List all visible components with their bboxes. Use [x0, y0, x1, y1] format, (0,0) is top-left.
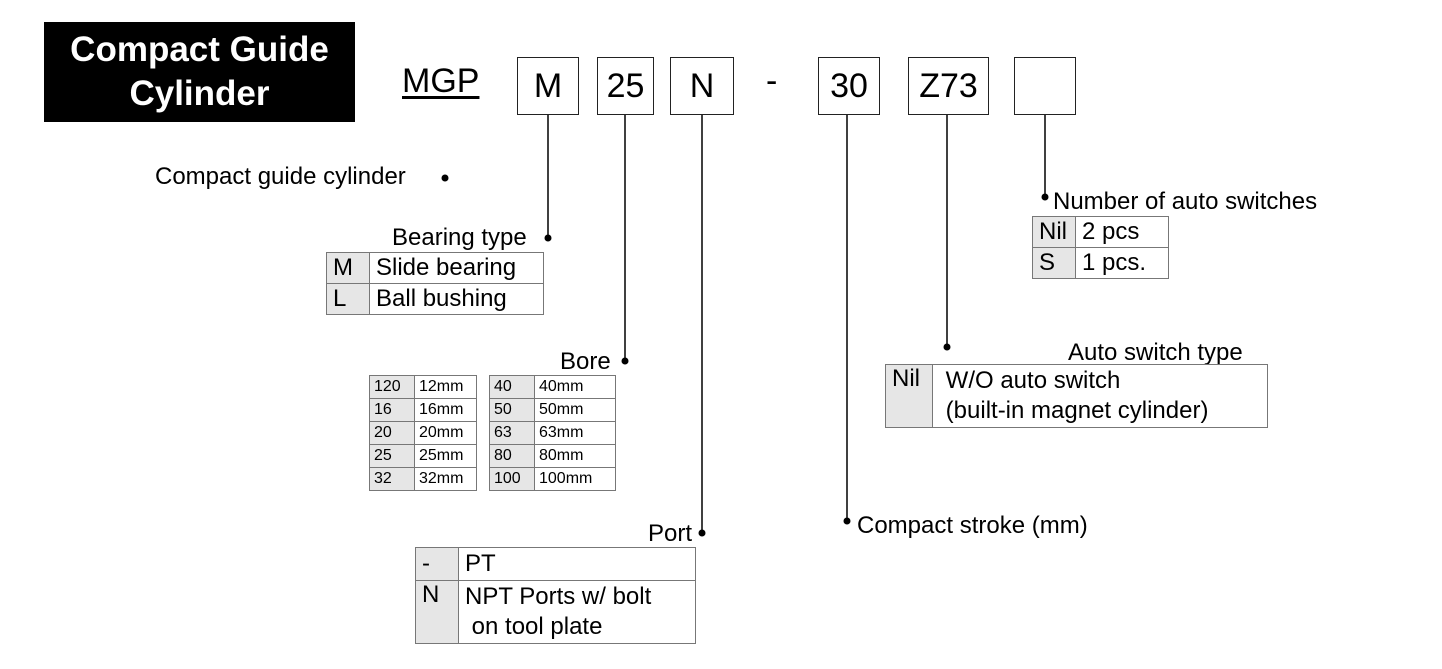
num-auto-switches-table: Nil 2 pcs S 1 pcs.	[1032, 216, 1169, 279]
code-box-auto-switch: Z73	[908, 57, 989, 115]
label-auto-switch-type: Auto switch type	[1068, 339, 1243, 366]
port-code: -	[415, 547, 459, 581]
code-box-stroke: 30	[818, 57, 880, 115]
title-block: Compact Guide Cylinder	[44, 22, 355, 122]
port-desc-line: NPT Ports w/ bolt	[465, 583, 652, 610]
table-row: N NPT Ports w/ bolt on tool plate	[415, 580, 696, 644]
bore-code: 100	[489, 467, 535, 491]
auto-switch-type-table: Nil W/O auto switch (built-in magnet cyl…	[885, 364, 1268, 428]
bore-size: 50mm	[534, 398, 616, 422]
title-line-1: Compact Guide	[70, 30, 329, 69]
table-row: S 1 pcs.	[1032, 247, 1169, 279]
label-port: Port	[648, 520, 693, 547]
port-desc-line: PT	[465, 550, 496, 577]
dot-bearing	[544, 234, 552, 242]
table-row: L Ball bushing	[326, 283, 544, 315]
bearing-desc: Ball bushing	[369, 283, 544, 315]
bore-size: 25mm	[414, 444, 477, 468]
dot-num-switches	[1041, 193, 1049, 201]
table-row: Nil 2 pcs	[1032, 216, 1169, 248]
bore-code: 63	[489, 421, 535, 445]
code-box-bore: 25	[597, 57, 654, 115]
bore-code: 40	[489, 375, 535, 399]
bore-size: 16mm	[414, 398, 477, 422]
bore-size: 12mm	[414, 375, 477, 399]
port-desc: PT	[458, 547, 696, 581]
table-row: - PT	[415, 547, 696, 581]
bore-size: 20mm	[414, 421, 477, 445]
code-box-port: N	[670, 57, 734, 115]
model-dash: -	[766, 62, 778, 100]
bore-size: 80mm	[534, 444, 616, 468]
bore-code: 20	[369, 421, 415, 445]
port-code: N	[415, 580, 459, 644]
bore-size: 32mm	[414, 467, 477, 491]
bore-code: 120	[369, 375, 415, 399]
bore-size: 100mm	[534, 467, 616, 491]
dot-port	[698, 529, 706, 537]
dot-bore	[621, 357, 629, 365]
num-switches-code: S	[1032, 247, 1076, 279]
label-bearing-type: Bearing type	[392, 224, 527, 251]
dot-compact-guide	[441, 174, 449, 182]
port-desc: NPT Ports w/ bolt on tool plate	[458, 580, 696, 644]
bore-code: 16	[369, 398, 415, 422]
dot-auto-switch	[943, 343, 951, 351]
port-desc-line: on tool plate	[465, 613, 603, 640]
model-prefix: MGP	[402, 62, 480, 100]
bearing-desc: Slide bearing	[369, 252, 544, 284]
auto-switch-code: Nil	[885, 364, 933, 428]
label-compact-guide-cylinder: Compact guide cylinder	[155, 163, 406, 190]
bore-code: 32	[369, 467, 415, 491]
num-switches-desc: 2 pcs	[1075, 216, 1169, 248]
title-line-2: Cylinder	[129, 74, 270, 113]
num-switches-desc: 1 pcs.	[1075, 247, 1169, 279]
label-num-auto-switches: Number of auto switches	[1053, 188, 1318, 215]
code-box-bearing: M	[517, 57, 579, 115]
label-compact-stroke: Compact stroke (mm)	[857, 512, 1088, 539]
auto-switch-desc-line: W/O auto switch	[939, 367, 1121, 394]
auto-switch-desc: W/O auto switch (built-in magnet cylinde…	[932, 364, 1268, 428]
bore-code: 25	[369, 444, 415, 468]
code-box-num-switches	[1014, 57, 1076, 115]
table-row: Nil W/O auto switch (built-in magnet cyl…	[885, 364, 1268, 428]
table-row: M Slide bearing	[326, 252, 544, 284]
bearing-code: M	[326, 252, 370, 284]
num-switches-code: Nil	[1032, 216, 1076, 248]
bore-size: 40mm	[534, 375, 616, 399]
bearing-type-table: M Slide bearing L Ball bushing	[326, 252, 544, 315]
bore-code: 80	[489, 444, 535, 468]
auto-switch-desc-line: (built-in magnet cylinder)	[939, 397, 1209, 424]
port-table: - PT N NPT Ports w/ bolt on tool plate	[415, 547, 696, 644]
bearing-code: L	[326, 283, 370, 315]
bore-size: 63mm	[534, 421, 616, 445]
label-bore: Bore	[560, 348, 611, 375]
dot-stroke	[843, 517, 851, 525]
bore-code: 50	[489, 398, 535, 422]
